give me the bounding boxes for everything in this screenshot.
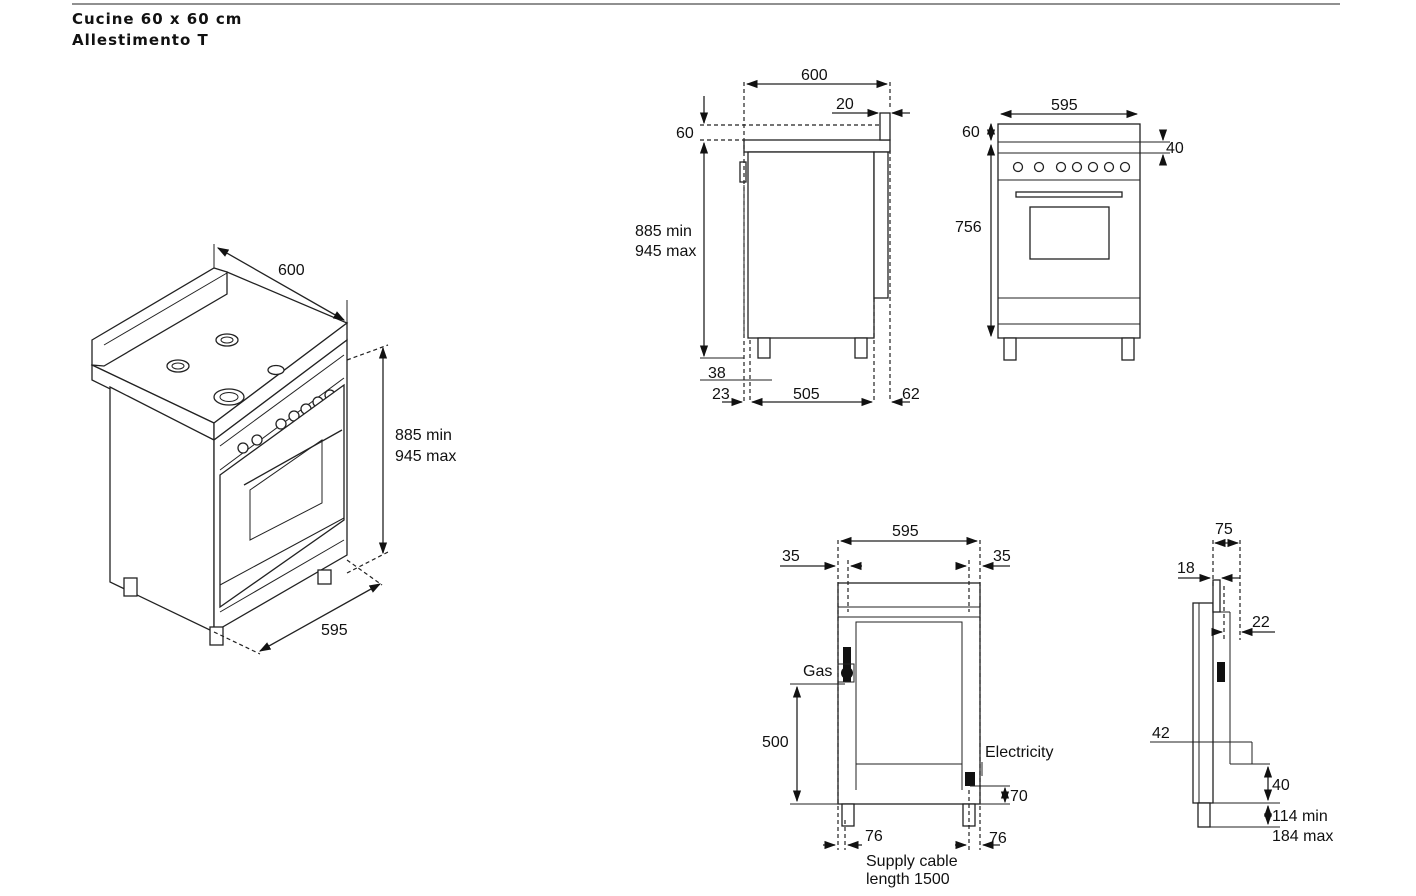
side-width-label: 600 <box>801 67 828 84</box>
foot <box>1003 337 1017 361</box>
front-width-label: 595 <box>1051 97 1078 114</box>
detail-leg-max: 184 max <box>1272 828 1333 845</box>
persp-height-min: 885 min <box>395 427 452 444</box>
rear-body <box>837 582 981 805</box>
rear-right-offset: 35 <box>993 548 1011 565</box>
electric-connector <box>965 772 975 786</box>
title-line-2: Allestimento T <box>72 31 209 49</box>
side-height-min: 885 min <box>635 223 692 240</box>
front-body-label: 756 <box>955 219 982 236</box>
rear-left-offset: 35 <box>782 548 800 565</box>
side-view <box>699 79 910 407</box>
foot <box>1197 802 1211 828</box>
rear-panel <box>855 621 963 765</box>
foot <box>854 337 868 359</box>
detail-side-label: 42 <box>1152 725 1170 742</box>
body <box>747 151 875 339</box>
detail-connector <box>1217 662 1225 682</box>
side-base-label: 505 <box>793 386 820 403</box>
gas-height-label: 500 <box>762 734 789 751</box>
backguard <box>879 112 891 141</box>
front-backguard-label: 60 <box>962 124 980 141</box>
foot <box>757 337 771 359</box>
foot <box>1121 337 1135 361</box>
burner-icon <box>166 359 190 373</box>
side-right-gap-label: 62 <box>902 386 920 403</box>
oven-door <box>219 383 345 609</box>
detail-leg-min: 114 min <box>1272 808 1328 825</box>
oven-window <box>1029 206 1110 260</box>
detail-view <box>1150 538 1280 828</box>
detail-backguard <box>1212 579 1221 613</box>
perspective-view <box>90 244 389 655</box>
detail-body <box>1192 602 1214 804</box>
side-height-max: 945 max <box>635 243 696 260</box>
width-dimension <box>258 583 382 652</box>
detail-gap-label: 40 <box>1272 777 1290 794</box>
side-offset-label: 20 <box>836 96 854 113</box>
front-panel-label: 40 <box>1166 140 1184 157</box>
rear-left-foot-label: 76 <box>865 828 883 845</box>
side-backguard-label: 60 <box>676 125 694 142</box>
oven-handle <box>243 429 343 486</box>
foot <box>841 803 855 827</box>
oven-handle <box>1015 191 1123 198</box>
foot <box>123 577 138 597</box>
cooktop-edge <box>743 139 891 153</box>
persp-width-label: 595 <box>321 622 348 639</box>
oven-window <box>249 439 323 541</box>
control-knobs <box>1012 161 1131 173</box>
persp-height-max: 945 max <box>395 448 456 465</box>
knob <box>739 161 747 183</box>
rear-view <box>780 536 1010 850</box>
electricity-label: Electricity <box>985 744 1053 761</box>
burner-icon <box>215 333 239 347</box>
rear-right-foot-label: 76 <box>989 830 1007 847</box>
title-line-1: Cucine 60 x 60 cm <box>72 10 243 28</box>
cable-line-2: length 1500 <box>866 871 950 888</box>
depth-dimension <box>216 247 346 321</box>
rear-width-label: 595 <box>892 523 919 540</box>
burner-icon <box>213 388 245 406</box>
cable-line-1: Supply cable <box>866 853 958 870</box>
detail-width-label: 75 <box>1215 521 1233 538</box>
burner-icon <box>267 364 285 376</box>
electricity-height-label: 70 <box>1010 788 1028 805</box>
detail-offset-label: 18 <box>1177 560 1195 577</box>
detail-connector-label: 22 <box>1252 614 1270 631</box>
foot <box>317 569 332 585</box>
gas-label: Gas <box>803 663 832 680</box>
front-view <box>986 109 1170 361</box>
side-left-gap-label: 23 <box>712 386 730 403</box>
side-foot-label: 38 <box>708 365 726 382</box>
persp-depth-label: 600 <box>278 262 305 279</box>
